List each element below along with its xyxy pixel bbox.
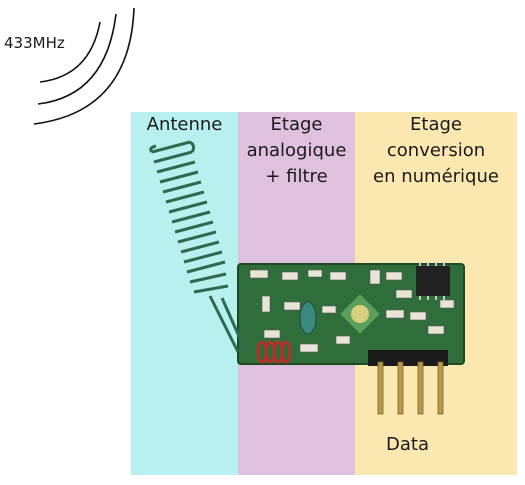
data-output-label: Data (386, 434, 429, 455)
smd-components (249, 269, 455, 353)
analog-stage-label: Etage analogique + filtre (246, 114, 347, 187)
digital-stage-label: Etage conversion en numérique (373, 114, 499, 187)
antenna-zone: Antenne (131, 112, 238, 475)
ic-chip (416, 262, 450, 300)
radio-waves-icon (33, 7, 135, 125)
copper-coil (256, 340, 292, 364)
frequency-label: 433MHz (4, 34, 65, 52)
header-pins (368, 350, 448, 415)
trimmer-capacitor (340, 294, 380, 334)
board-inductor (299, 301, 317, 335)
antenna-zone-label: Antenne (146, 114, 223, 135)
helical-antenna (149, 140, 248, 353)
